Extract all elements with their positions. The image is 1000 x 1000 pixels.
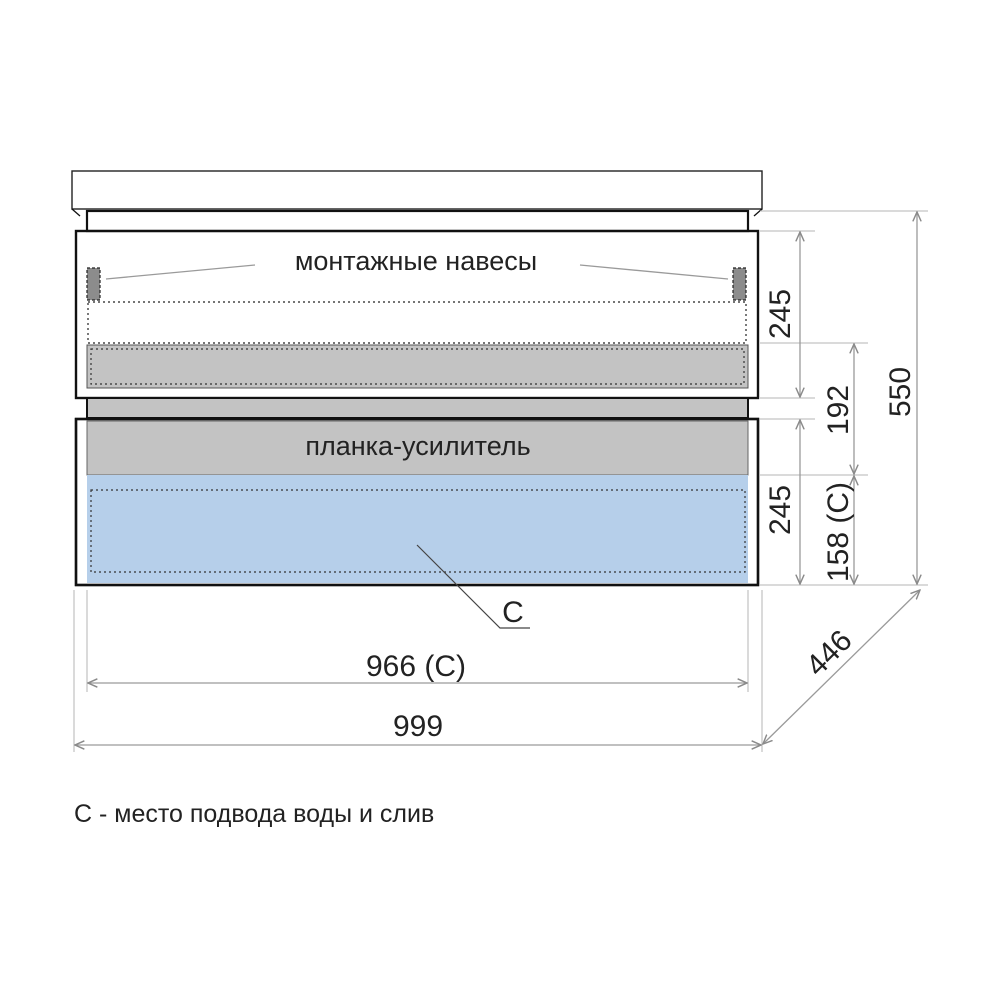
- label-mounting-hangers: монтажные навесы: [295, 246, 537, 276]
- dim-connection-height: 158 (C): [822, 482, 855, 582]
- dim-drawer-bottom: 245: [764, 485, 797, 535]
- label-connection-c: C: [502, 596, 524, 629]
- countertop-bevel-left: [71, 208, 81, 217]
- carcass-top-rail: [85, 209, 750, 233]
- dim-width-connection: 966 (C): [366, 650, 466, 683]
- bottom-drawer-front-frame: [74, 417, 760, 587]
- label-reinforcement-bar: планка-усилитель: [305, 431, 530, 461]
- carcass-middle-rail: [86, 397, 749, 419]
- dim-line-depth: [763, 590, 920, 744]
- hanger-right-icon: [732, 267, 747, 301]
- hanger-left-icon: [86, 267, 101, 301]
- hanger-zone-outline: [87, 301, 747, 344]
- reinforcement-band-upper: [86, 344, 749, 389]
- connection-zone-outline: [90, 489, 746, 573]
- dim-width-total: 999: [393, 710, 443, 743]
- hanger-left-leader: [105, 264, 256, 280]
- hanger-right-leader: [579, 264, 729, 280]
- connection-zone: [87, 475, 748, 583]
- countertop-bevel-right: [753, 208, 763, 217]
- reinforcement-band-upper-inner: [90, 348, 745, 385]
- dim-drawer-top: 245: [764, 289, 797, 339]
- dim-height-total: 550: [884, 367, 917, 417]
- dim-depth: 446: [800, 624, 859, 683]
- connection-leader: [416, 544, 530, 629]
- countertop: [71, 170, 763, 210]
- legend-connection: C - место подвода воды и слив: [74, 800, 434, 828]
- dim-hanger-to-bar: 192: [822, 385, 855, 435]
- reinforcement-band-lower: [86, 420, 749, 476]
